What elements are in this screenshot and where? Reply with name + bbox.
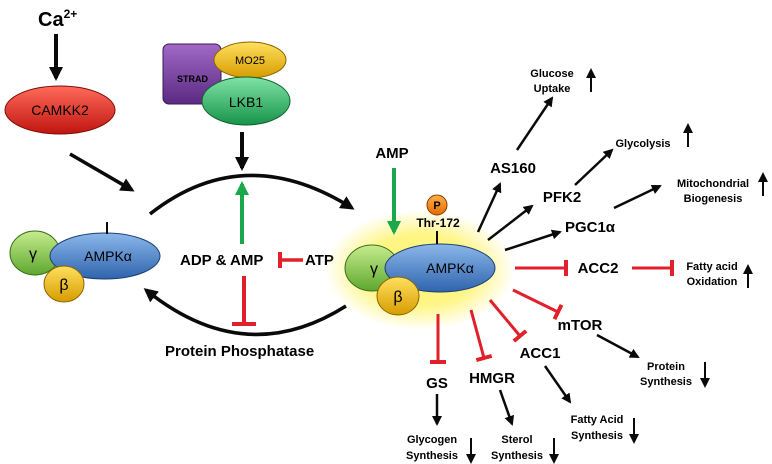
lkb1-node — [201, 76, 291, 126]
activation-arc — [148, 173, 355, 216]
active-beta-subunit — [376, 276, 420, 316]
amp-label: AMP — [375, 145, 408, 162]
inactive-beta-subunit — [43, 265, 85, 303]
pgc1a-to-mito-arrow — [613, 184, 662, 210]
protein-synthesis-label-line1: Protein — [647, 361, 685, 373]
camkk2-label: CAMKK2 — [31, 102, 89, 118]
pgc1a-label: PGC1α — [565, 219, 616, 236]
as160-to-glucose-arrow — [515, 96, 554, 151]
active-alpha-label: AMPKα — [426, 260, 474, 276]
pfk2-label: PFK2 — [543, 189, 581, 206]
ampk-to-pfk2-arrow — [487, 204, 534, 241]
glucose-uptake-label-line1: Glucose — [530, 68, 573, 80]
glycogen-synthesis-label-line1: Glycogen — [407, 434, 457, 446]
dephosphorylation-arc — [143, 288, 347, 337]
ampk-inhibits-acc1 — [488, 299, 528, 343]
protein-phosphatase-label: Protein Phosphatase — [165, 343, 314, 360]
adp-amp-label: ADP & AMP — [180, 252, 263, 269]
ampk-to-pgc1a-arrow — [504, 229, 562, 252]
calcium-label: Ca2+ — [38, 7, 77, 31]
camkk2-node — [4, 85, 116, 135]
protein-synthesis-label-line2: Synthesis — [640, 376, 692, 388]
phosphatase-tee — [232, 322, 256, 326]
pfk2-to-glycolysis-arrow — [574, 148, 614, 186]
mito-biogenesis-label-line1: Mitochondrial — [677, 178, 749, 190]
ampk-to-as160-arrow — [476, 182, 502, 233]
inactive-alpha-label: AMPKα — [84, 248, 132, 264]
camkk2-to-cycle-arrow — [69, 152, 135, 192]
thr172-label: Thr-172 — [416, 216, 460, 230]
inactive-beta-label: β — [59, 277, 68, 294]
fao-label-line2: Oxidation — [687, 276, 738, 288]
glucose-uptake-label-line2: Uptake — [534, 83, 571, 95]
sterol-synthesis-label-line2: Synthesis — [491, 450, 543, 462]
gs-label: GS — [426, 375, 448, 392]
active-beta-label: β — [393, 289, 402, 306]
sterol-synthesis-label-line1: Sterol — [501, 434, 532, 446]
glycogen-synthesis-label-line2: Synthesis — [406, 450, 458, 462]
acc1-label: ACC1 — [520, 345, 561, 362]
phospho-label: P — [433, 200, 440, 212]
ampk-inhibits-hmgr — [469, 309, 493, 363]
active-alpha-subunit — [384, 243, 496, 293]
inactive-gamma-label: γ — [29, 246, 37, 263]
mtor-to-protein-arrow — [596, 333, 640, 359]
mito-biogenesis-label-line2: Biogenesis — [684, 193, 743, 205]
mo25-label: MO25 — [235, 55, 265, 67]
inactive-alpha-subunit — [49, 232, 161, 280]
mtor-label: mTOR — [558, 317, 603, 334]
fatty-acid-synthesis-label-line1: Fatty Acid — [571, 414, 624, 426]
fatty-acid-synthesis-label-line2: Synthesis — [571, 430, 623, 442]
lkb1-label: LKB1 — [229, 94, 263, 110]
hmgr-label: HMGR — [469, 370, 515, 387]
phospho-group-icon — [426, 194, 448, 216]
as160-label: AS160 — [490, 160, 536, 177]
strad-node — [162, 43, 222, 105]
glycolysis-label: Glycolysis — [615, 138, 670, 150]
strad-label: STRAD — [177, 74, 208, 84]
acc1-to-fas-arrow — [543, 365, 572, 404]
ampk-inhibits-mtor — [512, 288, 564, 321]
acc2-label: ACC2 — [578, 260, 619, 277]
fao-label-line1: Fatty acid — [686, 261, 737, 273]
active-gamma-label: γ — [370, 261, 378, 278]
hmgr-to-sterol-arrow — [498, 389, 515, 426]
